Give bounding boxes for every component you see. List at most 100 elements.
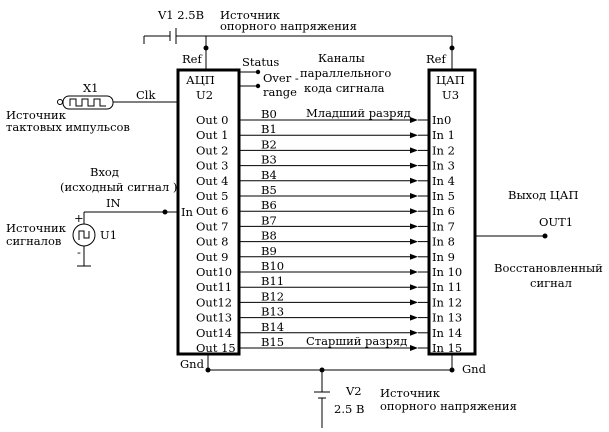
bus-bit-label: B12 xyxy=(261,289,284,303)
arrow-icon xyxy=(410,223,418,230)
pin-dot xyxy=(255,83,261,89)
arrow-icon xyxy=(410,299,418,306)
arrow-icon xyxy=(410,314,418,321)
dac-input-pin-label: In 14 xyxy=(432,326,462,340)
adc-output-pin-label: Out14 xyxy=(196,326,232,340)
source-minus-sign: - xyxy=(77,245,81,259)
dac-gnd-label: Gnd xyxy=(462,362,487,376)
adc-output-pin-label: Out10 xyxy=(196,265,232,279)
source-caption-line1: Источник xyxy=(6,221,67,235)
dac-ref-label: Ref xyxy=(426,52,446,66)
source-plus-sign: + xyxy=(74,211,84,225)
adc-output-pin-label: Out 5 xyxy=(196,189,228,203)
dac-input-pin-label: In 7 xyxy=(432,219,455,233)
arrow-icon xyxy=(410,193,418,199)
bus-bit-label: B13 xyxy=(261,305,284,319)
dac-title: ЦАП xyxy=(436,73,465,87)
square-wave-icon xyxy=(78,230,90,240)
bus-bit-label: B7 xyxy=(261,213,277,227)
v2-label: V2 xyxy=(345,384,362,398)
arrow-icon xyxy=(410,269,418,275)
bus-caption: Каналы параллельного кода сигнала xyxy=(300,51,391,95)
arrow-icon xyxy=(410,177,418,184)
bus-bit-label: B6 xyxy=(261,198,277,212)
v2-value: 2.5 B xyxy=(334,402,364,416)
adc-output-pin-label: Out 6 xyxy=(196,204,228,218)
overrange-label-line2: range xyxy=(263,85,297,99)
dac-input-pin-label: In 3 xyxy=(432,159,455,173)
clock-caption-line1: Источник xyxy=(6,108,67,122)
adc-status-pins: Status Over - range xyxy=(239,55,299,99)
junction-dot xyxy=(203,45,209,51)
bus-caption-line1: Каналы xyxy=(318,51,365,65)
pin-dot xyxy=(57,99,63,105)
output-terminal-dot xyxy=(542,233,548,239)
ground-bus xyxy=(205,367,455,373)
arrow-icon xyxy=(410,345,418,351)
signal-source: + - U1 Источник сигналов Вход (исходный … xyxy=(6,165,178,267)
v1-reference-source: V1 2.5B Источник опорного напряжения xyxy=(143,8,455,70)
adc-output-pin-label: Out13 xyxy=(196,311,232,325)
adc-output-pin-label: Out 8 xyxy=(196,235,228,249)
arrow-icon xyxy=(410,238,418,245)
restored-caption-line1: Восстановленный xyxy=(494,261,603,275)
input-caption-line1: Вход xyxy=(90,165,119,179)
bus-bit-label: B5 xyxy=(261,183,277,197)
bus-bit-label: B3 xyxy=(261,153,277,167)
dac-input-pin-label: In 10 xyxy=(432,265,462,279)
clock-source: X1 Clk Источник тактовых импульсов xyxy=(6,81,178,134)
junction-dot xyxy=(449,45,455,51)
bus-bit-label: B4 xyxy=(261,168,277,182)
dac-output: Выход ЦАП OUT1 Восстановленный сигнал xyxy=(475,188,603,290)
bus-bit-label: B2 xyxy=(261,137,277,151)
pin-dot xyxy=(255,69,261,75)
arrow-icon xyxy=(410,132,418,139)
dac-input-pin-label: In 1 xyxy=(432,128,455,142)
bus-caption-line3: кода сигнала xyxy=(304,81,385,95)
input-caption-line2: (исходный сигнал ) xyxy=(60,180,177,194)
adc-output-pin-label: Out 3 xyxy=(196,159,228,173)
clock-pin-label: Clk xyxy=(136,88,156,102)
overrange-label-line1: Over - xyxy=(263,71,299,85)
adc-input-pin-label: In xyxy=(181,205,194,219)
dac-input-pin-label: In 8 xyxy=(432,235,455,249)
arrow-icon xyxy=(410,208,418,215)
dac-input-pin-label: In 15 xyxy=(432,341,462,355)
adc-output-pin-label: Out 2 xyxy=(196,143,228,157)
dac-input-pin-label: In0 xyxy=(432,113,451,127)
dac-name: U3 xyxy=(442,88,459,102)
adc-output-pin-label: Out 9 xyxy=(196,250,228,264)
output-net-label: OUT1 xyxy=(539,215,573,229)
clock-caption-line2: тактовых импульсов xyxy=(6,120,130,134)
junction-dot xyxy=(449,367,455,373)
adc-title: АЦП xyxy=(186,73,215,87)
bus-bit-label: B0 xyxy=(261,107,277,121)
source-caption-line2: сигналов xyxy=(6,234,61,248)
junction-dot xyxy=(162,209,168,215)
status-label: Status xyxy=(242,55,279,69)
adc-ref-label: Ref xyxy=(182,52,202,66)
output-caption: Выход ЦАП xyxy=(508,188,579,202)
source-label: U1 xyxy=(100,228,117,242)
arrow-icon xyxy=(410,162,418,169)
v1-label: V1 2.5B xyxy=(157,8,204,22)
dac-input-pin-label: In 4 xyxy=(432,174,455,188)
adc-name: U2 xyxy=(196,88,213,102)
dac-input-pin-label: In 2 xyxy=(432,143,455,157)
msb-label: Старший разряд xyxy=(306,334,407,348)
adc-output-pin-label: Out 1 xyxy=(196,128,228,142)
adc-output-pin-label: Out11 xyxy=(196,280,232,294)
pulse-icon xyxy=(69,98,106,107)
input-net-label: IN xyxy=(106,196,121,210)
arrow-icon xyxy=(410,284,418,291)
v2-caption-line1: Источник xyxy=(380,386,441,400)
adc-output-pin-label: Out 7 xyxy=(196,219,228,233)
dac-input-pin-label: In 6 xyxy=(432,204,455,218)
v2-reference-source: V2 2.5 B Источник опорного напряжения xyxy=(314,370,517,428)
bus-caption-line2: параллельного xyxy=(300,66,391,80)
dac-input-pin-label: In 5 xyxy=(432,189,455,203)
